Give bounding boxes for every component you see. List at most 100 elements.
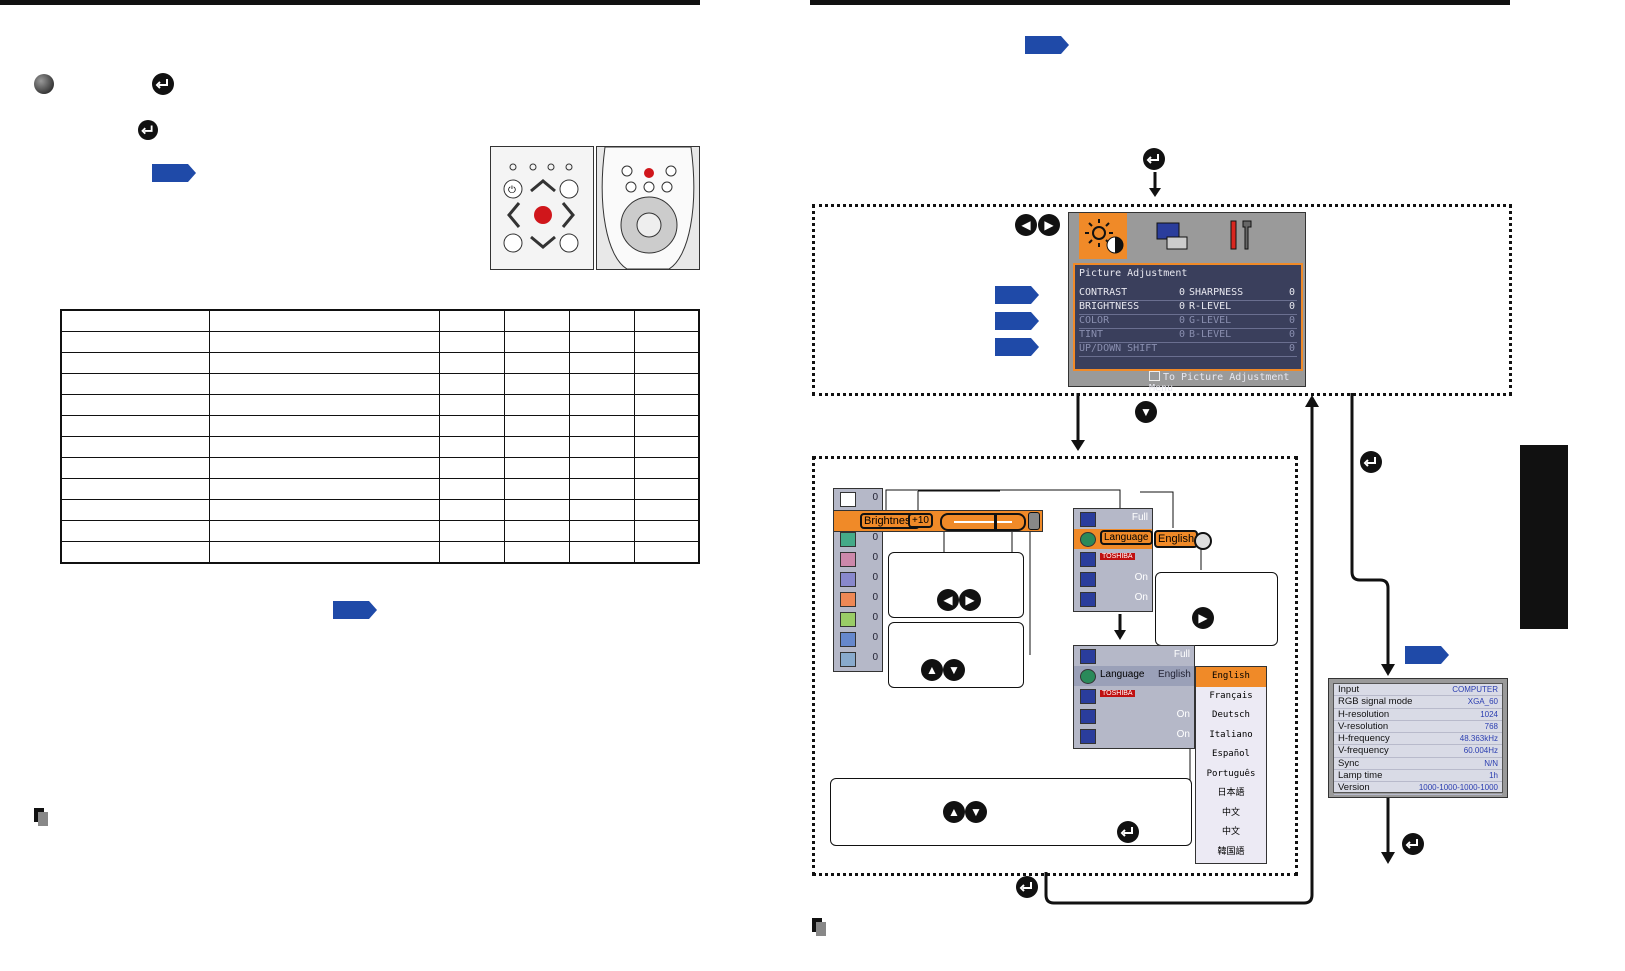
- display-menu-row[interactable]: Language: [1074, 529, 1153, 549]
- language-option[interactable]: Deutsch: [1212, 710, 1250, 720]
- top-rule-right: [810, 0, 1510, 5]
- adjust-value: 0: [872, 632, 878, 643]
- info-value: XGA_60: [1467, 697, 1498, 707]
- display-menu-row[interactable]: TOSHIBA: [1074, 549, 1152, 569]
- language-option[interactable]: 中文: [1221, 827, 1240, 837]
- adjust-icon: [840, 532, 856, 547]
- note-icon: [812, 918, 826, 936]
- adjust-value: 0: [872, 592, 878, 603]
- info-label: Input: [1338, 684, 1360, 695]
- page-ref-tag: [995, 286, 1039, 304]
- language-option[interactable]: Italiano: [1209, 729, 1253, 740]
- picture-menu-row[interactable]: 0: [834, 649, 882, 669]
- language-option[interactable]: Português: [1206, 768, 1256, 779]
- svg-text:⏻: ⏻: [508, 185, 516, 196]
- enter-icon: [1016, 876, 1038, 898]
- picture-menu-row[interactable]: 0: [834, 629, 882, 649]
- picture-menu-row[interactable]: 0: [834, 609, 882, 629]
- info-label: H-resolution: [1338, 708, 1390, 720]
- options-indicator-icon: [1194, 532, 1212, 550]
- osd-item-value: 0: [1288, 343, 1295, 354]
- display-menu-row[interactable]: Full: [1074, 646, 1194, 666]
- display-menu-row[interactable]: TOSHIBA: [1074, 686, 1194, 706]
- picture-menu-row[interactable]: 0: [834, 489, 882, 509]
- language-option[interactable]: Español: [1212, 749, 1250, 759]
- brightness-adjust-bar[interactable]: Brightness +10: [833, 510, 1043, 532]
- adjust-value: 0: [872, 572, 878, 583]
- setting-icon: [1080, 649, 1096, 664]
- picture-menu-row[interactable]: 0: [834, 569, 882, 589]
- picture-menu-row[interactable]: 0: [834, 589, 882, 609]
- osd-item-value: 0: [1288, 329, 1295, 340]
- info-label: H-frequency: [1338, 733, 1390, 745]
- slider-track: [954, 521, 1012, 523]
- sub-menu-dashed-box: [812, 456, 1298, 876]
- table-row: [60, 352, 700, 374]
- left-button-icon: ◀: [937, 589, 959, 611]
- display-icon[interactable]: [1155, 221, 1189, 251]
- brightness-slider[interactable]: [940, 513, 1026, 531]
- brightness-label: Brightness: [860, 513, 920, 529]
- language-option[interactable]: 日本語: [1217, 788, 1245, 798]
- display-value: Full: [1131, 512, 1148, 523]
- down-arrow-connector: [1149, 172, 1161, 197]
- english-chip[interactable]: English: [1154, 530, 1199, 548]
- tab-picture[interactable]: [1079, 213, 1127, 259]
- language-option[interactable]: 韓国語: [1217, 846, 1245, 857]
- info-label: V-resolution: [1338, 720, 1389, 732]
- adjust-value: 0: [872, 652, 878, 663]
- language-option[interactable]: Français: [1209, 690, 1253, 701]
- info-value: N/N: [1484, 758, 1498, 768]
- display-menu-row[interactable]: Full: [1074, 509, 1152, 529]
- setting-icon: [1080, 709, 1096, 724]
- osd-item-label: TINT: [1079, 329, 1104, 340]
- display-menu-row[interactable]: On: [1074, 706, 1194, 726]
- info-row: H-frequency 48.363kHz: [1334, 733, 1502, 746]
- picture-menu-row[interactable]: 0: [834, 549, 882, 569]
- main-menu-dashed-box: [812, 204, 1512, 396]
- display-menu-row[interactable]: On: [1074, 726, 1194, 746]
- display-value: On: [1176, 709, 1190, 720]
- osd-item-label: BRIGHTNESS: [1079, 301, 1140, 312]
- info-value: COMPUTER: [1452, 685, 1498, 694]
- display-menu-row[interactable]: On: [1074, 589, 1152, 609]
- osd-item-value: 0: [1179, 287, 1186, 298]
- language-option[interactable]: English: [1196, 667, 1266, 687]
- adjust-icon: [840, 652, 856, 667]
- picture-menu-row[interactable]: 0: [834, 529, 882, 549]
- display-menu-row[interactable]: On: [1074, 569, 1152, 589]
- osd-item-label: CONTRAST: [1079, 287, 1128, 298]
- table-cell: [633, 541, 700, 564]
- adjust-value: 0: [872, 552, 878, 563]
- table-row: [60, 436, 700, 458]
- tools-icon[interactable]: [1225, 217, 1255, 253]
- display-value: On: [1134, 592, 1148, 603]
- callout-left-right: ◀ ▶: [888, 552, 1024, 618]
- brand-logo-field: TOSHIBA: [1100, 553, 1135, 560]
- language-option[interactable]: 中文: [1221, 807, 1240, 818]
- osd-item-value: 0: [1288, 315, 1295, 326]
- globe-icon: [1080, 532, 1096, 547]
- info-value: 48.363kHz: [1459, 734, 1498, 744]
- remote-control-illustration: [596, 146, 700, 270]
- language-label: Language: [1100, 530, 1153, 545]
- osd-item-value: 0: [1288, 301, 1295, 312]
- callout-up-down: ▲ ▼: [888, 622, 1024, 688]
- table-row: [60, 520, 700, 542]
- slider-thumb[interactable]: [994, 515, 997, 529]
